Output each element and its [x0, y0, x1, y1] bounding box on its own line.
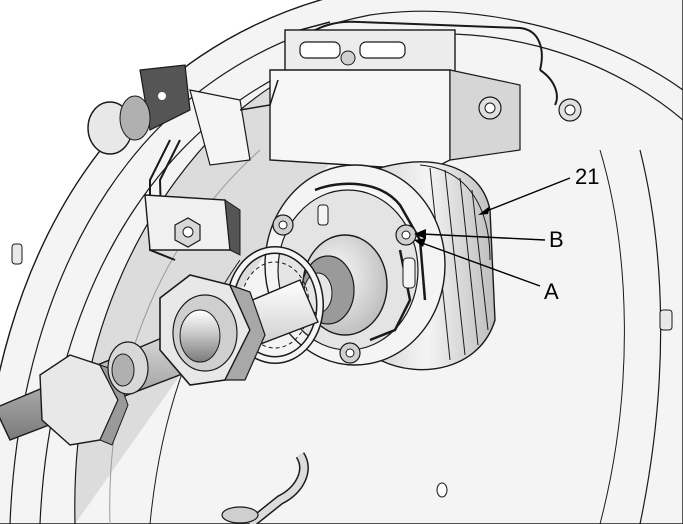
fuse-block: [269, 20, 582, 171]
hex-nut: [159, 274, 266, 386]
housing-tabs: [11, 243, 673, 498]
callout-a: A: [544, 279, 559, 304]
shaft-boss: [301, 234, 388, 336]
switch-assembly: [87, 64, 279, 261]
callout-b: B: [549, 227, 564, 252]
compression-fitting: [39, 341, 149, 446]
callout-21: 21: [575, 164, 599, 189]
bottom-tubing: [221, 452, 309, 524]
mounting-bracket: [144, 194, 241, 256]
leader-lines: [414, 177, 571, 287]
